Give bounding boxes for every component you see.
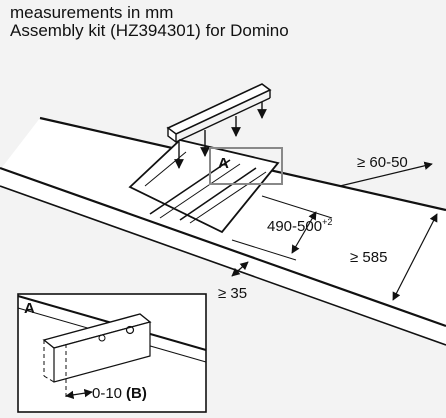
units-note: measurements in mm [10,3,174,22]
worktop-cutout [128,139,280,234]
detail-a-marker: A [209,147,283,185]
detail-a-box [209,147,283,185]
dimension-side-margin: ≥ 60-50 [339,154,433,187]
bracket-top [166,83,272,135]
bracket-bottom [175,97,271,143]
cutout-outline [128,139,280,234]
rail-2 [179,167,257,221]
dim-depth-line [291,211,317,254]
dim-side-line [339,161,433,187]
inset-offset-ref: (B) [126,385,147,402]
rail-1 [149,159,231,215]
inset-hidden-3 [43,375,55,383]
assembly-bracket [166,83,272,144]
detail-a-label: A [218,155,229,172]
inset-screw-hole-2 [125,325,135,335]
dimension-front-margin: ≥ 35 [218,261,249,302]
dim-depth-ext-2 [231,239,297,261]
inset-offset-text: 0-10(B) [92,385,147,402]
inset-bracket-side [53,321,151,383]
inset-offset-arrow [65,388,93,400]
dim-depth-value: 490-500 [267,218,322,235]
dim-total-line [392,213,438,301]
worktop-front-face [0,185,446,346]
dim-front-line [231,261,249,277]
dim-total-text: ≥ 585 [350,249,387,266]
dim-depth-ext-1 [261,195,333,219]
worktop-front-edge [0,166,446,328]
inset-offset-value: 0-10 [92,385,122,402]
dim-side-text: ≥ 60-50 [357,154,408,171]
dim-front-text: ≥ 35 [218,285,247,302]
dimension-depth-total: ≥ 585 [350,213,438,301]
figure-title: Assembly kit (HZ394301) for Domino [10,21,289,40]
dim-depth-text: 490-500+2 [267,217,332,235]
insertion-arrows [174,102,267,169]
rail-1b [159,163,241,219]
inset-screw-hole-1 [98,334,106,342]
rail-2b [189,171,267,224]
detail-a-inset: A 0-10(B) [17,293,207,413]
dimension-depth-main: 490-500+2 [231,195,333,261]
inset-label: A [24,300,35,317]
dim-depth-tolerance: +2 [322,217,332,227]
